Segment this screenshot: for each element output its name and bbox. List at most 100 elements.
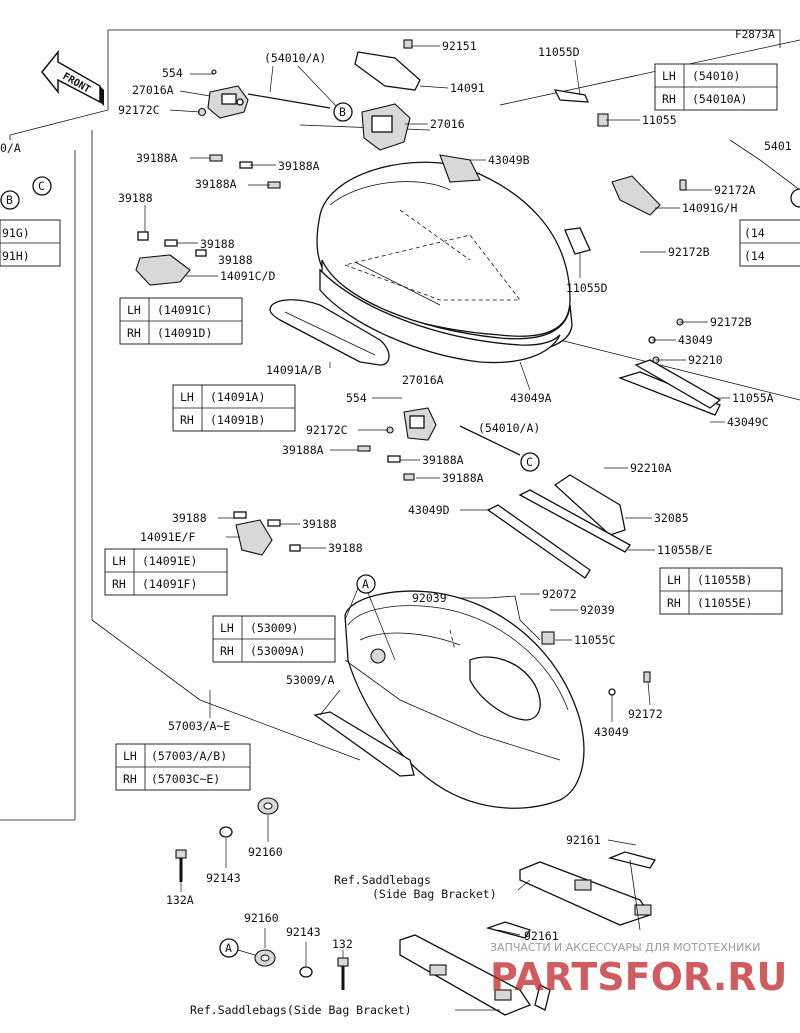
svg-text:39188A: 39188A xyxy=(136,151,178,165)
svg-text:92143: 92143 xyxy=(206,871,241,885)
svg-text:(54010A): (54010A) xyxy=(692,92,747,106)
svg-text:39188: 39188 xyxy=(118,191,153,205)
svg-text:(Side Bag Bracket): (Side Bag Bracket) xyxy=(372,887,497,901)
svg-text:92039: 92039 xyxy=(412,591,447,605)
svg-text:11055: 11055 xyxy=(642,113,677,127)
latch-43049b xyxy=(439,154,481,183)
svg-text:11055D: 11055D xyxy=(538,45,580,59)
plate-32085 xyxy=(486,474,631,579)
svg-text:(14091B): (14091B) xyxy=(210,413,265,427)
svg-text:LH: LH xyxy=(127,303,141,317)
svg-text:92210A: 92210A xyxy=(630,461,672,475)
table-14091a: LH (14091A) RH (14091B) xyxy=(172,384,296,432)
washer-92143 xyxy=(219,826,233,838)
svg-text:(14091F): (14091F) xyxy=(142,577,197,591)
screw-92172a xyxy=(679,179,687,191)
washer-92143-lower xyxy=(299,966,313,978)
wire-92072 xyxy=(487,595,541,641)
strip-53009a xyxy=(313,711,415,777)
watermark-line1: ЗАПЧАСТИ И АКСЕССУАРЫ ДЛЯ МОТОТЕХНИКИ xyxy=(490,941,760,954)
svg-text:B: B xyxy=(339,105,346,119)
svg-text:11055C: 11055C xyxy=(574,633,616,647)
svg-text:39188: 39188 xyxy=(218,253,253,267)
svg-text:92172C: 92172C xyxy=(306,423,348,437)
table-57003: LH (57003/A/B) RH (57003C~E) xyxy=(115,743,251,791)
svg-text:132A: 132A xyxy=(166,893,194,907)
svg-text:43049: 43049 xyxy=(594,725,629,739)
svg-text:(54010/A): (54010/A) xyxy=(478,421,540,435)
svg-text:92172B: 92172B xyxy=(668,245,710,259)
svg-text:91H): 91H) xyxy=(2,249,30,263)
svg-text:C: C xyxy=(526,455,533,469)
trim-strip-14091ab xyxy=(269,299,390,366)
svg-text:92151: 92151 xyxy=(442,39,477,53)
svg-text:27016: 27016 xyxy=(430,117,465,131)
svg-text:Ref.Saddlebags(Side Bag Bracke: Ref.Saddlebags(Side Bag Bracket) xyxy=(190,1003,412,1017)
svg-text:92161: 92161 xyxy=(524,929,559,943)
svg-text:(14091C): (14091C) xyxy=(157,303,212,317)
callout-a-body: A xyxy=(356,574,376,594)
svg-text:554: 554 xyxy=(346,391,367,405)
svg-text:92160: 92160 xyxy=(244,911,279,925)
svg-text:11055B/E: 11055B/E xyxy=(657,543,712,557)
svg-text:43049C: 43049C xyxy=(727,415,769,429)
svg-text:14091C/D: 14091C/D xyxy=(220,269,275,283)
svg-text:39188: 39188 xyxy=(328,541,363,555)
svg-text:92172: 92172 xyxy=(628,707,663,721)
part-labels: 554 (54010/A) 27016A 92172C 92151 14091 … xyxy=(118,39,774,1017)
svg-text:43049B: 43049B xyxy=(488,153,530,167)
table-14091e: LH (14091E) RH (14091F) xyxy=(104,548,228,596)
trim-14091cd xyxy=(135,231,207,286)
lock-27016a-mid xyxy=(357,407,521,481)
grommet-92160-lower xyxy=(254,949,276,967)
callout-a-lower: A xyxy=(219,938,256,958)
svg-text:(57003/A/B): (57003/A/B) xyxy=(151,749,227,763)
svg-text:92039: 92039 xyxy=(580,603,615,617)
svg-text:11055A: 11055A xyxy=(732,391,774,405)
callout-b-top: B xyxy=(333,102,353,122)
svg-text:A: A xyxy=(225,941,232,955)
svg-text:C: C xyxy=(38,179,45,193)
bracket-11055d-top xyxy=(553,89,609,127)
svg-text:(53009A): (53009A) xyxy=(250,644,305,658)
svg-text:LH: LH xyxy=(123,749,137,763)
figure-code: F2873A xyxy=(735,28,775,41)
svg-text:11055D: 11055D xyxy=(566,281,608,295)
svg-text:0/A: 0/A xyxy=(0,141,21,155)
bracket-11055c xyxy=(541,631,555,645)
svg-text:57003/A~E: 57003/A~E xyxy=(168,719,230,733)
svg-text:39188A: 39188A xyxy=(442,471,484,485)
leader-lines xyxy=(144,45,730,1011)
front-arrow-icon: FRONT xyxy=(41,49,104,106)
svg-text:RH: RH xyxy=(662,92,676,106)
bolt-132 xyxy=(337,957,349,990)
svg-text:92210: 92210 xyxy=(688,353,723,367)
saddlebag-body xyxy=(344,590,585,809)
svg-text:(14091A): (14091A) xyxy=(210,390,265,404)
svg-text:39188: 39188 xyxy=(172,511,207,525)
svg-text:92072: 92072 xyxy=(542,587,577,601)
svg-text:43049A: 43049A xyxy=(510,391,552,405)
svg-text:32085: 32085 xyxy=(654,511,689,525)
svg-text:LH: LH xyxy=(180,390,194,404)
grommet-92160 xyxy=(257,797,279,815)
svg-text:RH: RH xyxy=(127,326,141,340)
svg-text:53009/A: 53009/A xyxy=(286,673,335,687)
watermark-brand: PARTSFOR.RU xyxy=(490,955,787,999)
svg-text:27016A: 27016A xyxy=(402,373,444,387)
svg-text:RH: RH xyxy=(220,644,234,658)
svg-text:A: A xyxy=(362,577,369,591)
svg-text:(11055E): (11055E) xyxy=(697,596,752,610)
svg-text:92172B: 92172B xyxy=(710,315,752,329)
svg-text:39188A: 39188A xyxy=(422,453,464,467)
callout-c-mid: C xyxy=(520,452,540,472)
bolt-132a xyxy=(175,849,187,882)
side-bag-bracket-upper xyxy=(519,851,657,931)
svg-text:91G): 91G) xyxy=(2,226,30,240)
svg-text:39188: 39188 xyxy=(200,237,235,251)
frame-lines xyxy=(0,29,800,821)
svg-text:(14: (14 xyxy=(744,249,765,263)
svg-text:(54010): (54010) xyxy=(692,69,740,83)
left-cut-table: 91G) 91H) 0/A C B xyxy=(0,141,61,267)
rail-11055a xyxy=(618,318,722,416)
